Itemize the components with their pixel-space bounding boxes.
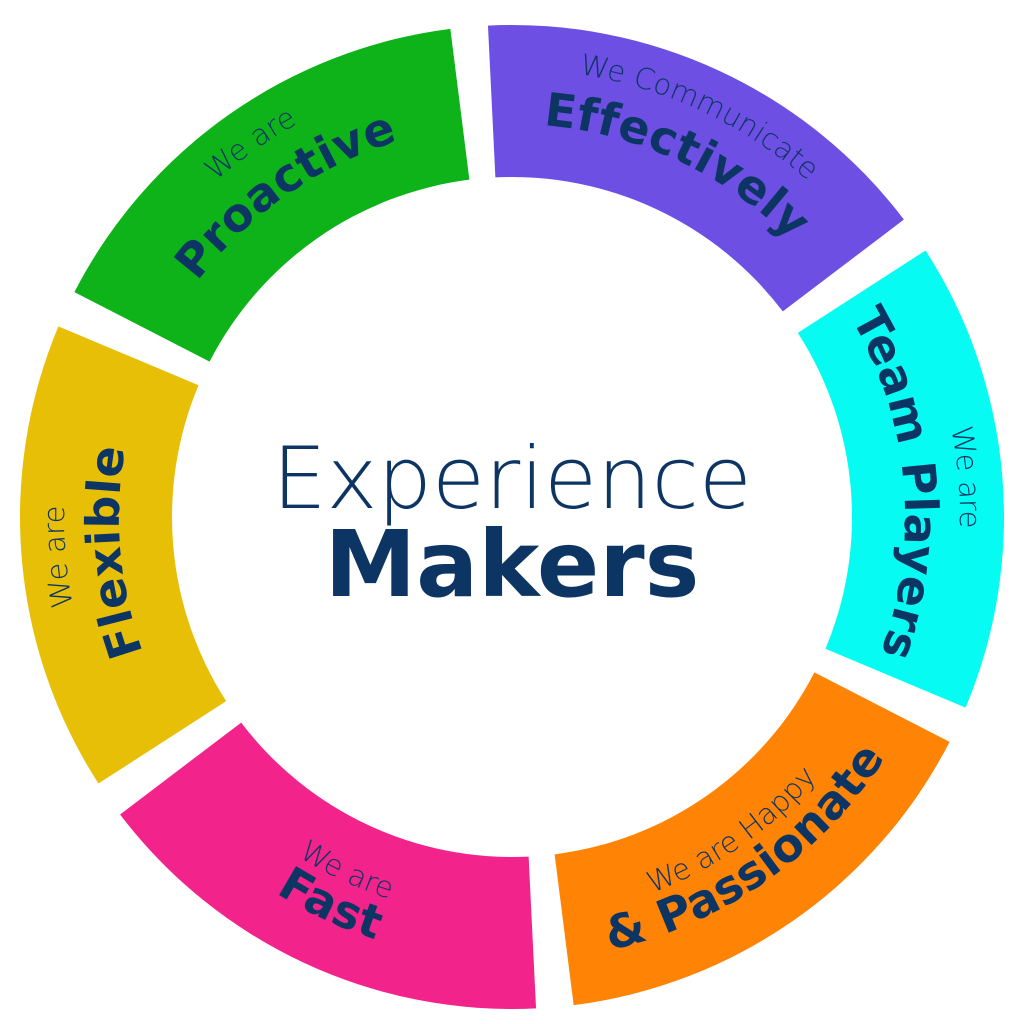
segment-proactive: We are Proactive [74,28,470,362]
segment-team-players: We are Team Players [797,250,1004,708]
segment-passionate: We are Happy & Passionate [554,672,950,1006]
segment-effectively: We Communicate Effectively [487,25,904,312]
segment-fast: We are Fast [120,722,537,1009]
center-title-line1: Experience [272,429,752,529]
segment-flexible-shape [19,326,227,784]
segment-team-players-shape [797,250,1004,708]
segment-fast-shape [120,722,537,1009]
segment-flexible: We are Flexible [19,326,227,784]
segment-effectively-shape [487,25,904,312]
center-title: Experience Makers [272,429,752,618]
segment-passionate-shape [554,672,950,1006]
segment-proactive-shape [74,28,470,362]
center-title-line2: Makers [325,511,700,618]
